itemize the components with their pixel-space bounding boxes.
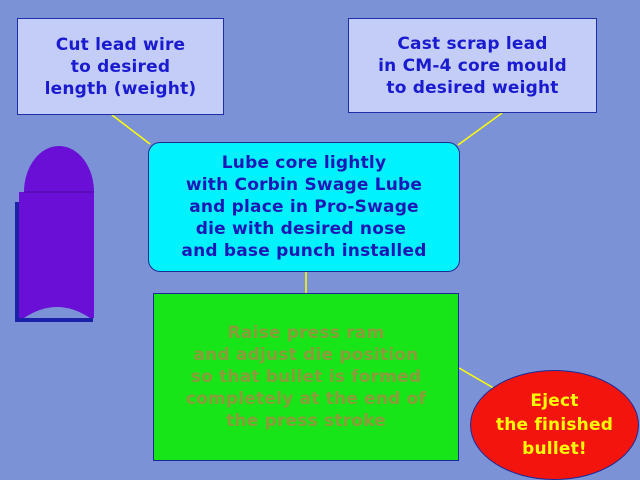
step-text-line: the finished bbox=[495, 415, 614, 435]
step-text-line: so that bullet is formed bbox=[190, 367, 422, 387]
step-text-line: die with desired nose bbox=[195, 219, 413, 239]
step-text-line: and place in Pro-Swage bbox=[189, 197, 419, 217]
step-text-line: with Corbin Swage Lube bbox=[185, 175, 423, 195]
step-text-line: and adjust die position bbox=[193, 345, 419, 365]
connector-cast-to-lube bbox=[457, 112, 503, 146]
step-text-line: length (weight) bbox=[44, 78, 197, 99]
step-cut-lead-wire: Cut lead wire to desired length (weight) bbox=[17, 18, 224, 115]
step-raise-press-ram: Raise press ram and adjust die position … bbox=[153, 293, 459, 461]
step-text-line: Cut lead wire bbox=[55, 34, 186, 55]
step-text-line: Raise press ram bbox=[227, 323, 385, 343]
step-text-line: the press stroke bbox=[226, 411, 386, 431]
connector-cut-to-lube bbox=[111, 114, 151, 145]
connector-raise-to-eject bbox=[458, 367, 498, 391]
step-text-line: to desired weight bbox=[386, 77, 559, 98]
step-text-line: Cast scrap lead bbox=[397, 33, 548, 54]
step-text-line: and base punch installed bbox=[181, 241, 427, 261]
bullet-icon bbox=[15, 146, 94, 322]
step-text-line: bullet! bbox=[522, 439, 587, 459]
step-cast-scrap-lead: Cast scrap lead in CM-4 core mould to de… bbox=[348, 18, 597, 113]
step-eject-bullet: Eject the finished bullet! bbox=[470, 370, 639, 480]
step-text-line: to desired bbox=[70, 56, 171, 77]
step-text-line: in CM-4 core mould bbox=[378, 55, 567, 76]
step-text-line: Lube core lightly bbox=[221, 153, 387, 173]
step-text-line: Eject bbox=[530, 391, 579, 411]
step-text-line: completely at the end of bbox=[185, 389, 427, 409]
step-lube-core: Lube core lightly with Corbin Swage Lube… bbox=[148, 142, 460, 272]
